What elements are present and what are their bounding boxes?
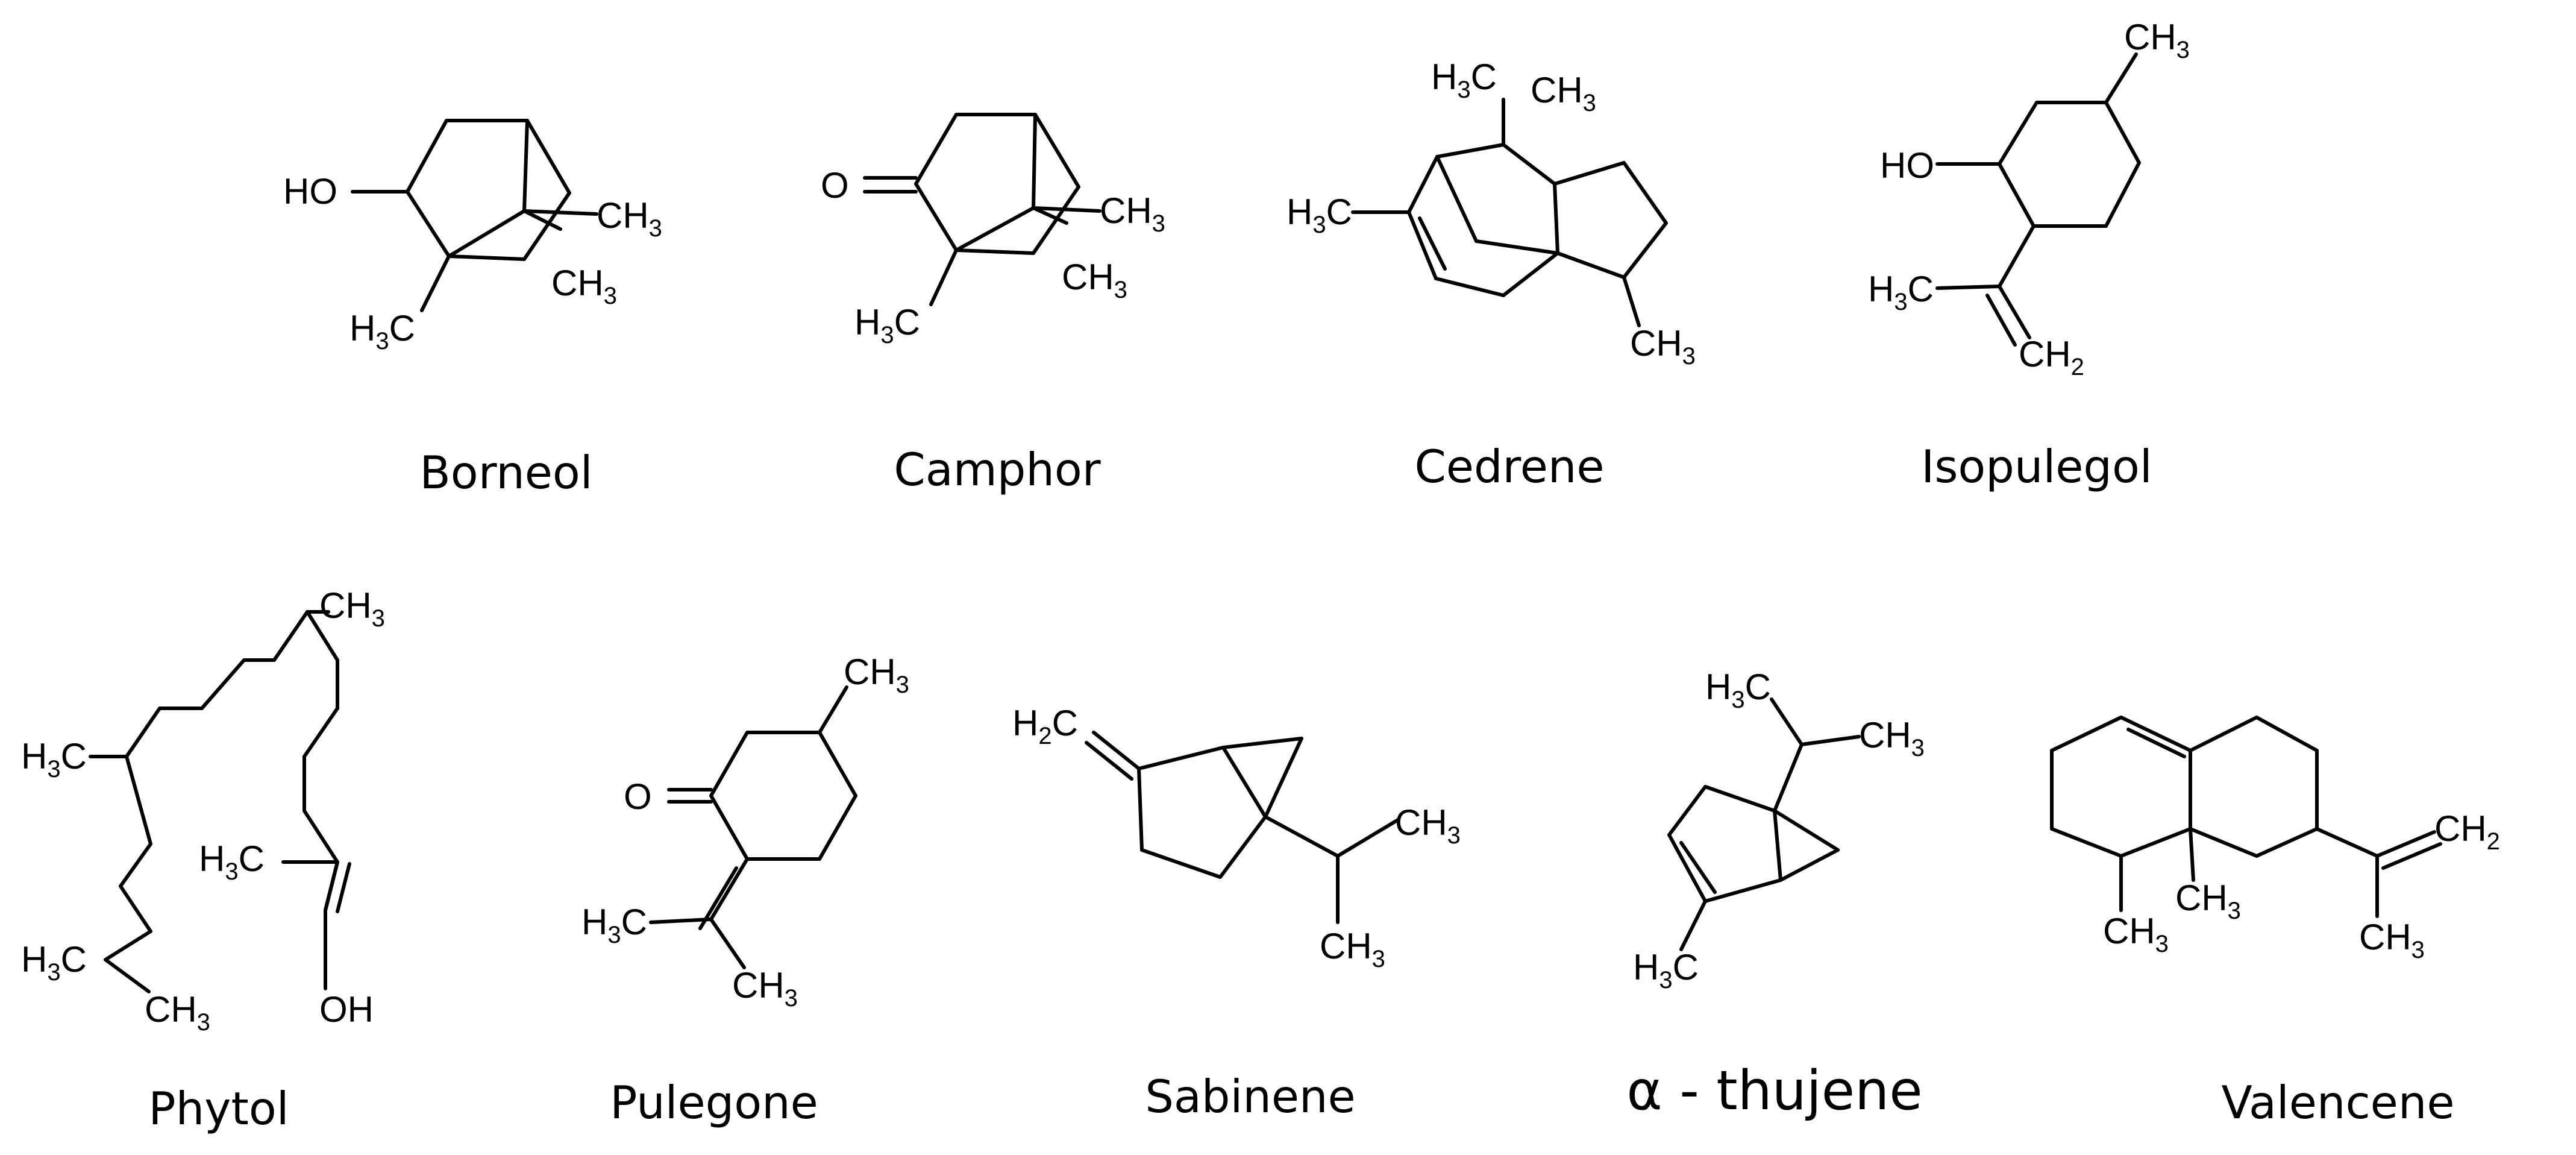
molecule-camphor: O CH3 CH3 H3C Camphor	[821, 113, 1165, 496]
cedrene-skeleton	[1351, 98, 1668, 327]
valencene-name: Valencene	[2221, 1076, 2454, 1129]
alpha-thujene-name: α - thujene	[1626, 1059, 1922, 1122]
camphor-methyl-bridge-label: CH3	[1062, 257, 1127, 303]
molecule-cedrene: H3C CH3 H3C CH3 Cedrene	[1286, 57, 1696, 493]
molecule-alpha-thujene: H3C CH3 H3C α - thujene	[1626, 667, 1925, 1122]
sabinene-h2c-label: H2C	[1012, 703, 1078, 749]
borneol-hydroxyl-label: HO	[283, 171, 337, 212]
camphor-methyl-low-label: H3C	[854, 302, 920, 348]
cedrene-ch3-bottom-label: CH3	[1630, 323, 1696, 370]
isopulegol-hydroxyl-label: HO	[1880, 145, 1934, 186]
borneol-methyl-bridge-label: CH3	[551, 263, 617, 309]
molecule-pulegone: CH3 O H3C CH3 Pulegone	[581, 652, 909, 1129]
isopulegol-skeleton	[1935, 52, 2141, 347]
sabinene-name: Sabinene	[1145, 1070, 1355, 1123]
molecule-phytol: CH3 H3C H3C CH3 H3C OH Phytol	[21, 585, 385, 1135]
alpha-thujene-skeleton	[1667, 697, 1861, 951]
borneol-skeleton	[351, 119, 598, 312]
borneol-methyl-right-label: CH3	[597, 195, 662, 242]
valencene-ch3-right-label: CH3	[2359, 917, 2425, 963]
camphor-name: Camphor	[894, 443, 1100, 496]
pulegone-h3c-left-label: H3C	[581, 902, 647, 948]
isopulegol-h3c-left-label: H3C	[1868, 269, 1934, 315]
alpha-thujene-h3c-top-label: H3C	[1705, 667, 1771, 713]
borneol-methyl-low-label: H3C	[349, 308, 415, 354]
camphor-oxygen-label: O	[821, 165, 849, 206]
molecule-isopulegol: CH3 HO H3C CH2 Isopulegol	[1868, 17, 2190, 493]
pulegone-skeleton	[649, 685, 857, 969]
cedrene-h3c-top-label: H3C	[1431, 57, 1497, 103]
borneol-name: Borneol	[419, 446, 592, 499]
sabinene-ch3-bottom-label: CH3	[1320, 926, 1385, 972]
phytol-skeleton	[89, 610, 351, 993]
molecule-borneol: HO CH3 CH3 H3C Borneol	[283, 119, 662, 499]
camphor-methyl-right-label: CH3	[1100, 190, 1165, 237]
phytol-oh-label: OH	[319, 989, 374, 1030]
cedrene-name: Cedrene	[1414, 440, 1604, 493]
pulegone-ch3-top-label: CH3	[844, 652, 909, 698]
isopulegol-ch3-top-label: CH3	[2124, 17, 2190, 63]
sabinene-ch3-right-label: CH3	[1395, 802, 1461, 849]
phytol-name: Phytol	[148, 1082, 289, 1135]
valencene-ch3-center-label: CH3	[2175, 878, 2241, 924]
pulegone-oxygen-label: O	[624, 776, 652, 817]
valencene-ch3-left-label: CH3	[2103, 911, 2169, 957]
sabinene-skeleton	[1085, 731, 1400, 924]
phytol-h3c-vinyl-label: H3C	[199, 839, 265, 885]
pulegone-ch3-bottom-label: CH3	[732, 965, 798, 1012]
alpha-thujene-ch3-top-label: CH3	[1859, 715, 1925, 761]
valencene-ch2-label: CH2	[2434, 808, 2500, 855]
alpha-thujene-h3c-bottom-label: H3C	[1633, 947, 1699, 993]
molecule-sabinene: H2C CH3 CH3 Sabinene	[1012, 703, 1461, 1123]
isopulegol-name: Isopulegol	[1921, 440, 2152, 493]
cedrene-h3c-left-label: H3C	[1286, 192, 1352, 238]
valencene-skeleton	[2050, 716, 2442, 918]
phytol-h3c-low-label: H3C	[21, 939, 87, 986]
phytol-ch3-low-label: CH3	[145, 989, 210, 1036]
molecule-valencene: CH2 CH3 CH3 CH3 Valencene	[2050, 716, 2500, 1129]
isopulegol-ch2-label: CH2	[2019, 334, 2084, 380]
phytol-h3c-mid-label: H3C	[21, 736, 87, 782]
phytol-ch3-top-label: CH3	[319, 585, 385, 632]
camphor-skeleton	[863, 113, 1102, 306]
pulegone-name: Pulegone	[610, 1076, 818, 1129]
cedrene-ch3-top-label: CH3	[1531, 70, 1596, 116]
